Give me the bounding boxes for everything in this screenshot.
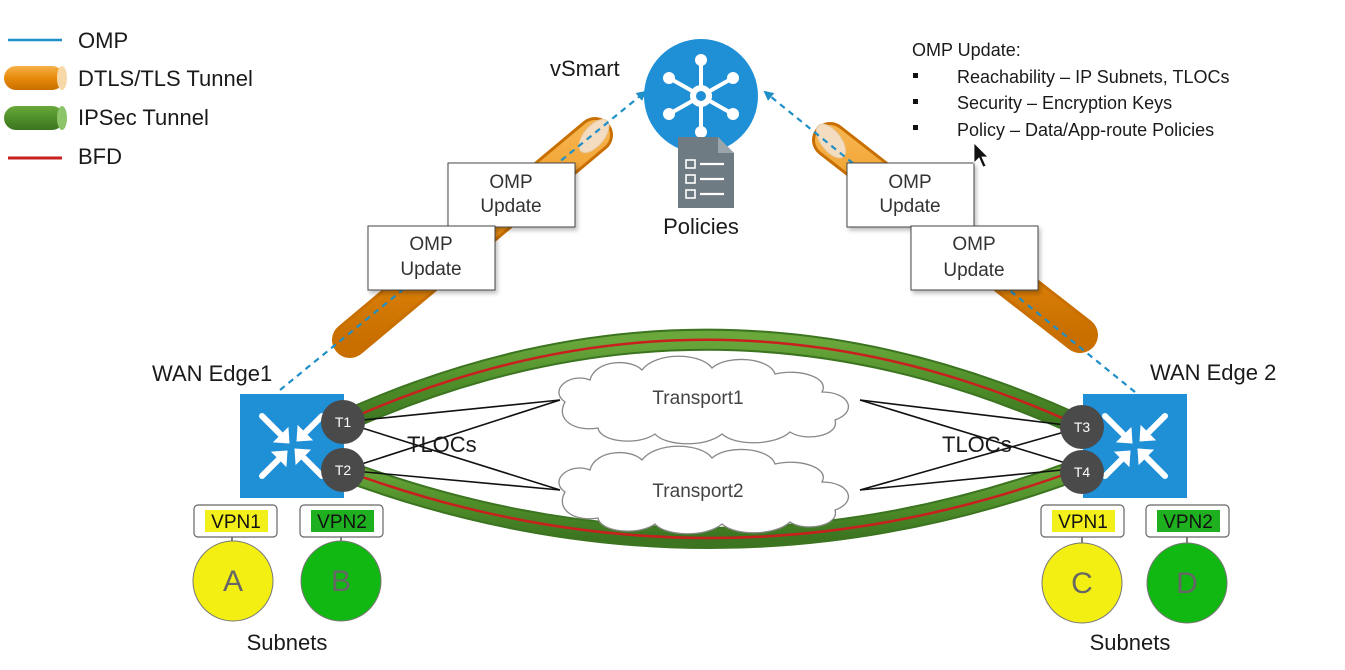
cloud-transport2: Transport2 [558,445,849,535]
subnet-c: C [1041,542,1123,624]
omp-update-line2: Update [879,196,940,217]
wan-edge2-label: WAN Edge 2 [1150,360,1276,385]
tloc-label: T1 [335,414,352,430]
legend-label: OMP [78,28,128,53]
subnet-d: D [1146,542,1228,624]
legend-label: DTLS/TLS Tunnel [78,66,253,91]
legend-item-omp: OMP [8,28,128,53]
subnet-label: A [223,565,243,598]
omp-update-line1: OMP [489,172,532,193]
tlocs-label: TLOCs [407,432,477,457]
info-bullet: Policy – Data/App-route Policies [957,120,1214,140]
vpn-label: VPN2 [1163,512,1213,533]
omp-update-line2: Update [480,196,541,217]
ipsec-tunnel-top [338,328,1087,437]
mouse-cursor-icon [973,142,989,168]
subnets-label: Subnets [1090,630,1171,655]
tloc-t1: T1 [321,400,365,444]
subnet-label: D [1176,567,1198,600]
info-bullet: Reachability – IP Subnets, TLOCs [957,67,1229,87]
vsmart-node: vSmart [550,39,758,153]
omp-update-box: OMP Update [447,162,576,228]
cloud-transport1: Transport1 [558,355,849,445]
info-bullet: Security – Encryption Keys [957,93,1172,113]
vpn1-box: VPN1 [1040,504,1125,538]
legend-label: BFD [78,144,122,169]
document-checklist-icon [678,137,734,208]
omp-update-box: OMP Update [846,162,975,228]
subnets-label: Subnets [247,630,328,655]
omp-update-line2: Update [943,260,1004,281]
legend-item-bfd: BFD [8,144,122,169]
wan-edge1: WAN Edge1 T1 T2 TLOCs [152,361,477,498]
transport1-label: Transport1 [652,388,743,409]
subnet-label: B [331,565,351,598]
omp-update-line2: Update [400,259,461,280]
subnet-b: B [300,540,382,622]
subnet-label: C [1071,567,1093,600]
policies-node: Policies [663,137,739,239]
wan-edge2: WAN Edge 2 T3 T4 TLOCs [942,360,1276,498]
transport-links [342,399,1083,491]
vpn-label: VPN2 [317,512,367,533]
vpn2-box: VPN2 [299,504,384,538]
omp-update-box: OMP Update [910,225,1039,291]
omp-update-line1: OMP [409,234,452,255]
tloc-label: T4 [1074,464,1091,480]
vsmart-label: vSmart [550,56,620,81]
tlocs-label: TLOCs [942,432,1012,457]
tloc-t3: T3 [1060,405,1104,449]
policies-label: Policies [663,214,739,239]
legend-label: IPSec Tunnel [78,105,209,130]
vpn-label: VPN1 [1058,512,1108,533]
bfd-line [342,338,1083,429]
omp-update-box: OMP Update [367,225,496,291]
vpn-left-group: VPN1 VPN2 A B Subnets [192,504,384,655]
tloc-t4: T4 [1060,450,1104,494]
vpn2-box: VPN2 [1145,504,1230,538]
wan-edge1-label: WAN Edge1 [152,361,272,386]
info-title: OMP Update: [912,40,1021,60]
omp-update-line1: OMP [888,172,931,193]
legend-item-dtls: DTLS/TLS Tunnel [4,66,253,91]
tloc-label: T2 [335,462,352,478]
omp-update-line1: OMP [952,234,995,255]
tloc-t2: T2 [321,448,365,492]
transport2-label: Transport2 [652,481,743,502]
bfd-line [342,466,1083,540]
ipsec-tunnel-bottom [339,457,1086,549]
legend: OMP DTLS/TLS Tunnel IPSec Tunnel BFD [4,28,253,169]
tloc-label: T3 [1074,419,1091,435]
omp-update-info: OMP Update: Reachability – IP Subnets, T… [912,40,1229,140]
legend-item-ipsec: IPSec Tunnel [4,105,209,130]
vpn-label: VPN1 [211,512,261,533]
vpn-right-group: VPN1 VPN2 C D Subnets [1040,504,1230,655]
subnet-a: A [192,540,274,622]
vpn1-box: VPN1 [193,504,278,538]
hub-icon [644,39,758,153]
